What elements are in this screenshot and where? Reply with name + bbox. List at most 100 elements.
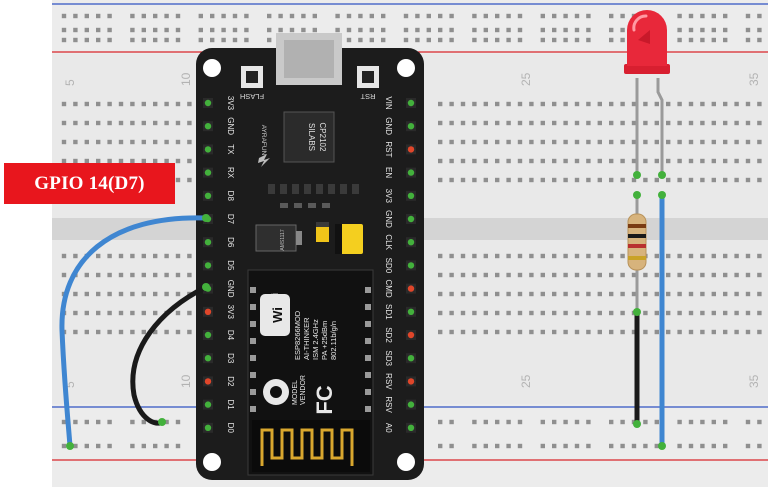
breadboard-hole xyxy=(438,177,443,183)
smd-part xyxy=(352,184,359,194)
breadboard-hole xyxy=(107,27,112,33)
module-line: AI-THINKER xyxy=(302,317,311,360)
breadboard-hole xyxy=(552,37,557,43)
breadboard-hole xyxy=(118,120,124,126)
pin-label-left: D5 xyxy=(226,260,235,271)
breadboard-hole xyxy=(563,120,568,126)
breadboard-hole xyxy=(723,272,728,278)
breadboard-hole xyxy=(563,158,568,164)
wire-end xyxy=(66,442,74,450)
breadboard-hole xyxy=(449,272,454,278)
model-line: VENDOR xyxy=(300,375,307,405)
breadboard-hole xyxy=(517,13,523,19)
regulator-label: AMS1117 xyxy=(280,229,286,250)
pin-label-left: D6 xyxy=(226,237,235,248)
module-pad xyxy=(250,321,256,327)
breadboard-hole xyxy=(153,27,158,33)
breadboard-hole xyxy=(96,37,101,43)
breadboard-hole xyxy=(677,101,682,107)
breadboard-hole xyxy=(609,419,614,425)
breadboard-hole xyxy=(734,310,739,316)
pin-pad xyxy=(407,331,415,339)
breadboard-hole xyxy=(449,329,454,335)
breadboard-hole xyxy=(164,253,169,259)
pin-pad xyxy=(204,378,212,385)
breadboard-hole xyxy=(175,291,181,297)
breadboard-hole xyxy=(666,253,671,259)
breadboard-hole xyxy=(495,291,500,297)
breadboard-hole xyxy=(506,329,511,335)
pin-label-right: SD0 xyxy=(384,258,393,274)
breadboard-hole xyxy=(460,101,466,107)
breadboard-hole xyxy=(529,310,534,316)
breadboard-hole xyxy=(700,329,705,335)
pin-pad xyxy=(204,424,212,431)
breadboard-hole xyxy=(643,272,648,278)
breadboard-hole xyxy=(517,139,523,145)
breadboard-hole xyxy=(700,139,705,145)
breadboard-hole xyxy=(563,310,568,316)
breadboard-hole xyxy=(426,13,431,19)
breadboard-hole xyxy=(734,177,739,183)
breadboard-hole xyxy=(609,272,614,278)
breadboard-hole xyxy=(631,443,637,449)
breadboard-hole xyxy=(643,101,648,107)
pin-pad xyxy=(204,169,212,176)
breadboard-hole xyxy=(734,291,739,297)
breadboard-hole xyxy=(84,158,89,164)
breadboard-hole xyxy=(574,120,580,126)
breadboard-hole xyxy=(563,37,568,43)
breadboard-hole xyxy=(164,120,169,126)
breadboard-hole xyxy=(574,37,580,43)
pin-label-right: RST xyxy=(384,141,393,157)
breadboard-hole xyxy=(495,329,500,335)
breadboard-hole xyxy=(130,37,135,43)
breadboard-hole xyxy=(529,158,534,164)
breadboard-hole xyxy=(540,139,545,145)
breadboard-hole xyxy=(757,291,762,297)
breadboard-hole xyxy=(96,27,101,33)
nodemcu-board: FLASH RST SILABS CP2102 AYRAFUN AMS1117 … xyxy=(196,33,424,480)
breadboard-hole xyxy=(187,139,192,145)
breadboard-hole xyxy=(130,120,135,126)
breadboard-hole xyxy=(586,101,591,107)
breadboard-hole xyxy=(688,158,694,164)
breadboard-hole xyxy=(175,419,181,425)
breadboard-hole xyxy=(267,27,272,33)
breadboard-hole xyxy=(346,13,352,19)
wire-end xyxy=(658,442,666,450)
breadboard-hole xyxy=(563,13,568,19)
breadboard-hole xyxy=(540,310,545,316)
breadboard-hole xyxy=(175,272,181,278)
breadboard-hole xyxy=(495,120,500,126)
breadboard-hole xyxy=(187,177,192,183)
breadboard-hole xyxy=(563,101,568,107)
chip-brand: SILABS xyxy=(307,123,316,151)
breadboard-hole xyxy=(620,139,625,145)
col-number-bottom: 5 xyxy=(63,381,77,388)
breadboard-hole xyxy=(438,139,443,145)
pin-pad xyxy=(204,146,212,153)
breadboard-hole xyxy=(96,419,101,425)
breadboard-hole xyxy=(631,158,637,164)
resistor xyxy=(627,195,647,312)
breadboard-hole xyxy=(586,158,591,164)
breadboard-hole xyxy=(495,101,500,107)
breadboard-hole xyxy=(654,158,659,164)
breadboard-hole xyxy=(723,101,728,107)
breadboard-hole xyxy=(757,310,762,316)
breadboard-hole xyxy=(73,27,78,33)
resistor-band xyxy=(628,224,646,228)
breadboard-hole xyxy=(84,101,89,107)
breadboard-hole xyxy=(141,291,146,297)
breadboard-hole xyxy=(654,272,659,278)
breadboard-hole xyxy=(620,37,625,43)
breadboard-hole xyxy=(381,37,386,43)
breadboard-hole xyxy=(586,272,591,278)
breadboard-hole xyxy=(666,177,671,183)
breadboard-hole xyxy=(472,329,477,335)
breadboard-hole xyxy=(757,139,762,145)
breadboard-hole xyxy=(96,158,101,164)
breadboard-hole xyxy=(552,253,557,259)
breadboard-hole xyxy=(153,310,158,316)
